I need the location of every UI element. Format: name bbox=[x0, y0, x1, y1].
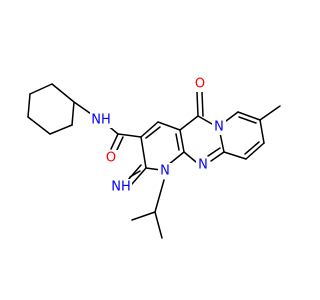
bond bbox=[244, 141, 260, 155]
bridge-nitrogen-label: N bbox=[214, 120, 224, 135]
bond bbox=[115, 136, 124, 153]
bond bbox=[245, 142, 265, 160]
bond bbox=[157, 121, 181, 131]
bond bbox=[201, 91, 204, 117]
bond bbox=[167, 151, 185, 166]
bridge-nitrogen-atom: N bbox=[212, 119, 226, 135]
bond bbox=[183, 151, 197, 163]
bond bbox=[49, 124, 73, 135]
bond bbox=[196, 91, 199, 117]
bond bbox=[175, 133, 180, 151]
bond bbox=[29, 83, 53, 95]
bond bbox=[127, 164, 142, 181]
bond bbox=[154, 211, 163, 239]
bond bbox=[179, 115, 199, 131]
bond bbox=[154, 179, 165, 213]
bond bbox=[145, 126, 161, 139]
bond bbox=[197, 115, 213, 125]
bond bbox=[51, 83, 75, 103]
bond bbox=[117, 133, 142, 138]
molecule-diagram: NH O NH N N N bbox=[27, 76, 281, 239]
imine-nh-atom: NH bbox=[110, 179, 132, 195]
bond bbox=[110, 133, 119, 150]
bond bbox=[238, 116, 257, 124]
bond bbox=[207, 147, 221, 157]
amide-nh-label: NH bbox=[91, 113, 111, 128]
bond bbox=[179, 129, 185, 153]
amide-oxygen-atom: O bbox=[104, 150, 118, 166]
ring-nitrogen-1-atom: N bbox=[158, 163, 172, 179]
bond bbox=[259, 105, 281, 121]
imine-nh-label: NH bbox=[111, 180, 131, 195]
structure-drawing: NH O NH N N N bbox=[27, 76, 281, 239]
ring-nitrogen-2-label: N bbox=[198, 158, 208, 173]
bond-layer bbox=[27, 83, 281, 239]
bond bbox=[225, 111, 239, 122]
bond bbox=[27, 116, 51, 135]
ketone-oxygen-label: O bbox=[195, 77, 205, 92]
bond bbox=[140, 136, 147, 169]
bond bbox=[259, 119, 265, 144]
atom-label-layer: NH O NH N N N bbox=[90, 76, 226, 195]
bond bbox=[210, 151, 225, 162]
bond bbox=[219, 132, 225, 153]
bond bbox=[237, 111, 261, 121]
bond bbox=[131, 167, 147, 185]
bond bbox=[223, 151, 247, 160]
ketone-oxygen-atom: O bbox=[193, 76, 207, 92]
bond bbox=[140, 121, 159, 138]
ring-nitrogen-1-label: N bbox=[160, 164, 170, 179]
amide-nh-atom: NH bbox=[90, 112, 112, 128]
amide-oxygen-label: O bbox=[106, 151, 116, 166]
bond bbox=[71, 101, 75, 126]
ring-nitrogen-2-atom: N bbox=[196, 157, 210, 173]
bond bbox=[131, 211, 156, 221]
bond bbox=[27, 93, 31, 118]
